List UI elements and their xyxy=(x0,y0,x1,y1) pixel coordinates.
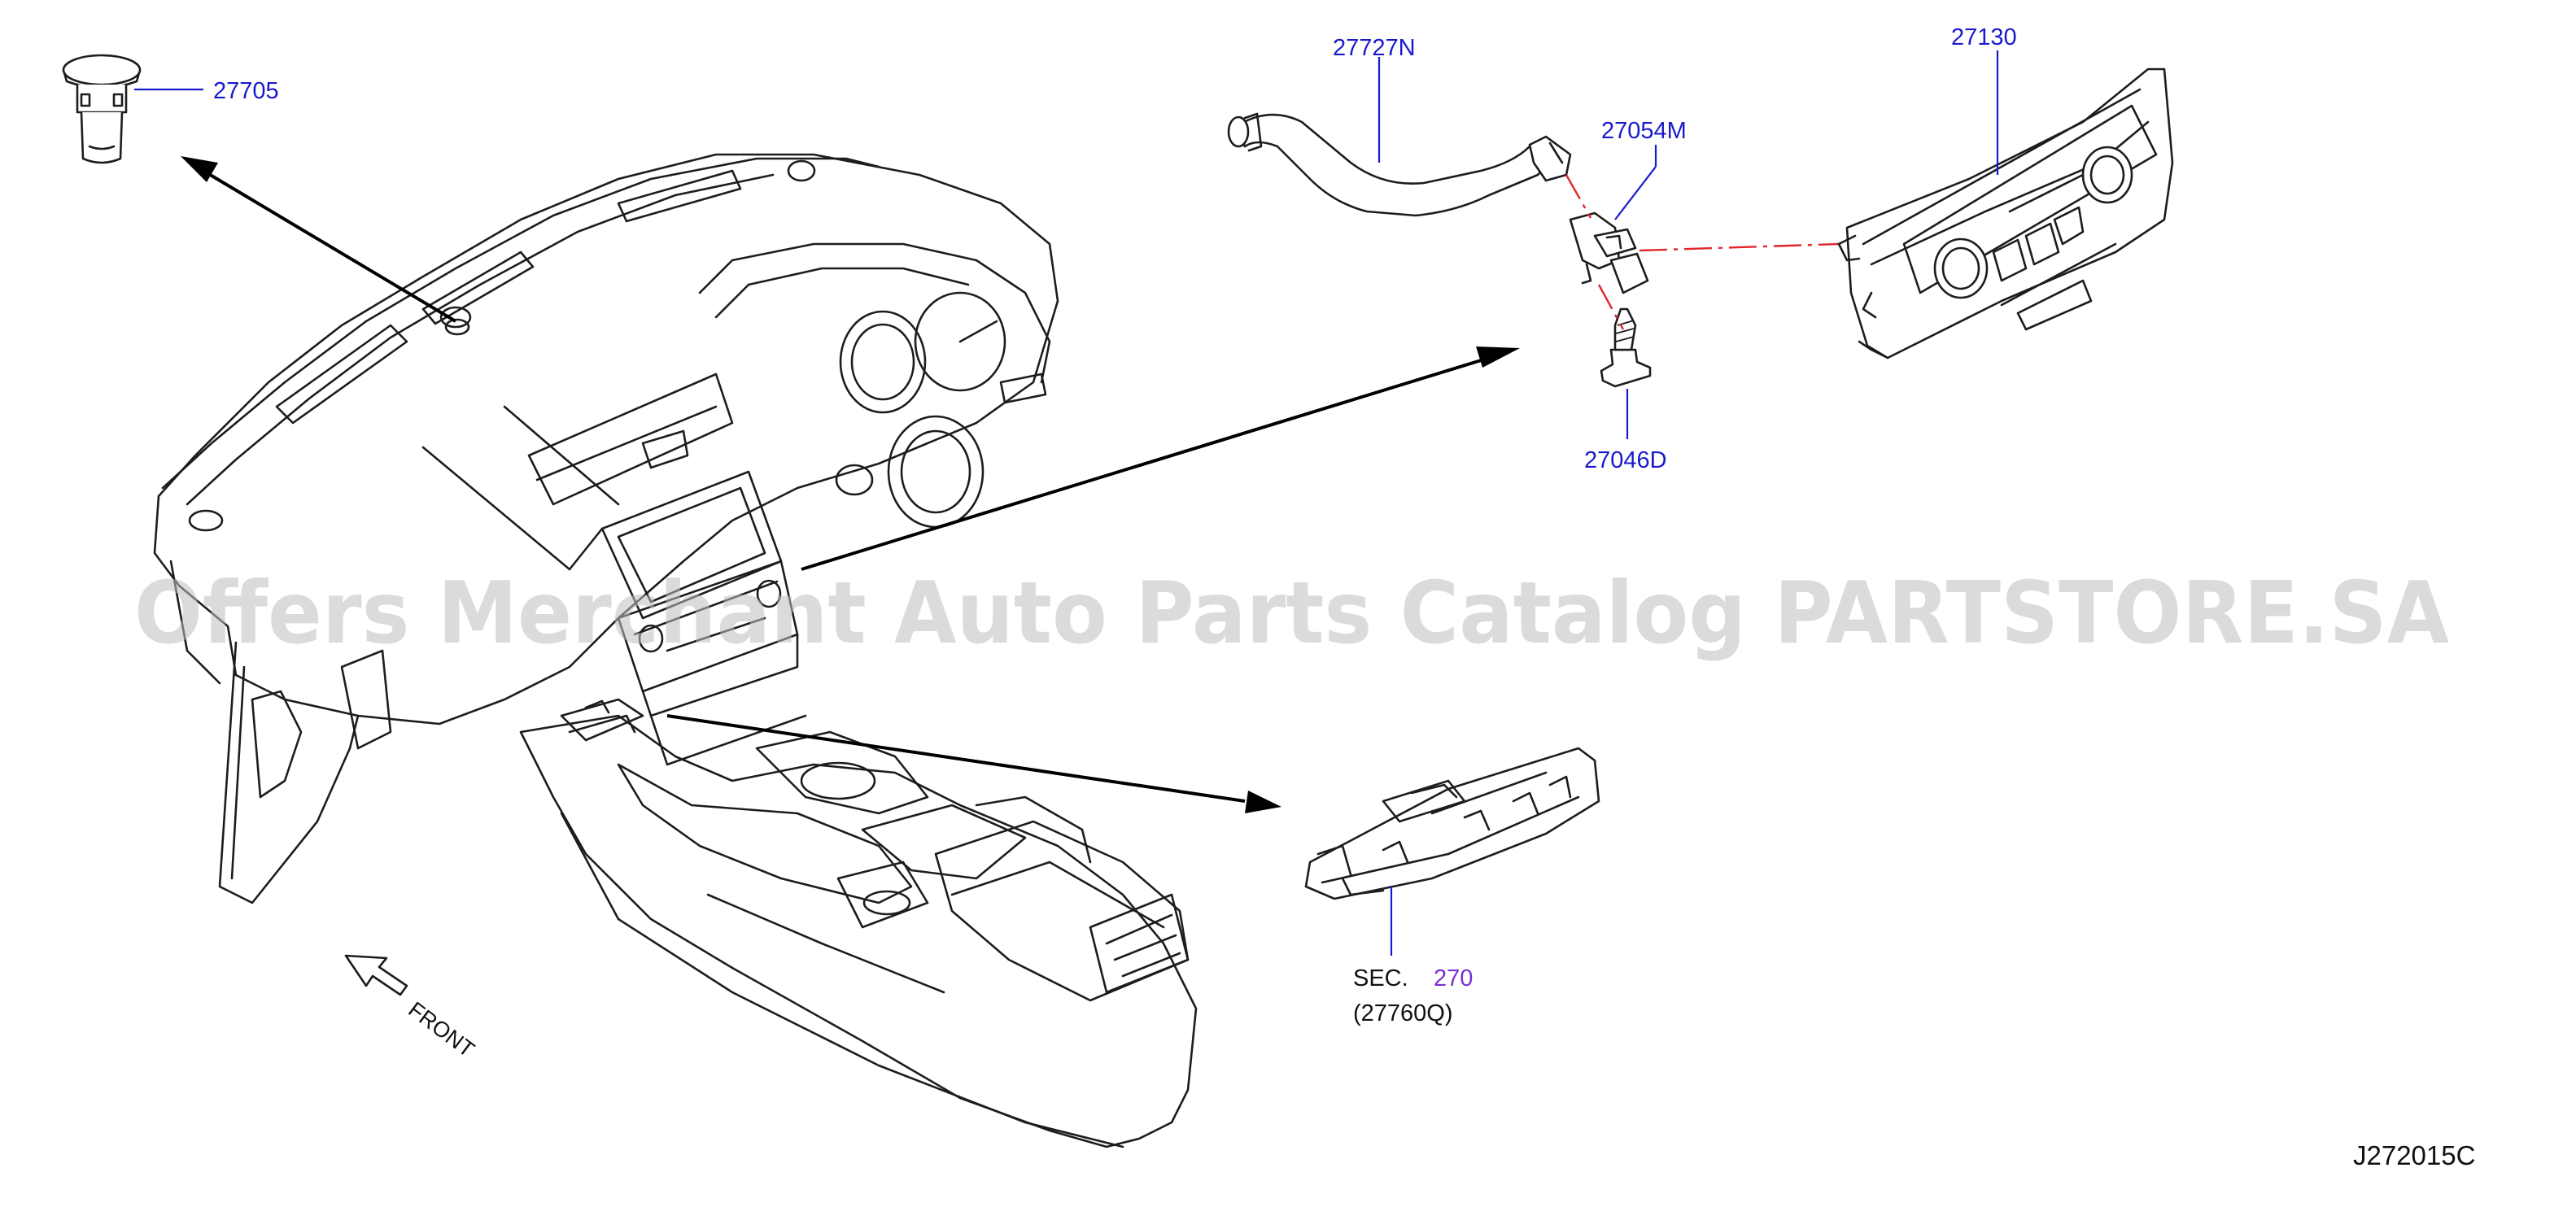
front-indicator: FRONT xyxy=(344,954,479,1062)
leader-27054M xyxy=(1614,166,1657,220)
diagram-id: J272015C xyxy=(2353,1140,2475,1170)
pointer-to-27705 xyxy=(202,169,457,323)
pointer-arrows xyxy=(181,156,1520,813)
console-bracket xyxy=(560,698,644,742)
front-arrow-icon xyxy=(344,954,408,996)
part-27705-drawing xyxy=(62,54,142,164)
pointer-to-module xyxy=(666,714,1246,803)
alignment-line-sensor-screw xyxy=(1597,284,1625,330)
part-27054M-drawing xyxy=(1569,211,1649,294)
part-label-27705[interactable]: 27705 xyxy=(213,78,279,104)
part-27727N-drawing xyxy=(1227,112,1572,217)
alignment-line-sensor-panel xyxy=(1639,242,1840,252)
pointer-to-sensor xyxy=(801,356,1490,571)
section-prefix: SEC. xyxy=(1353,965,1408,991)
pointer-sensor-head xyxy=(1476,346,1520,368)
pointer-27705-head xyxy=(181,156,218,182)
front-label: FRONT xyxy=(404,997,478,1062)
dashboard-assembly xyxy=(153,153,1059,904)
center-console xyxy=(519,714,1198,1148)
watermark-text: Offers Merchant Auto Parts Catalog PARTS… xyxy=(134,564,2449,663)
pointer-module-head xyxy=(1245,791,1281,813)
alignment-line-hose-sensor xyxy=(1565,174,1592,219)
part-label-27046D[interactable]: 27046D xyxy=(1584,447,1667,473)
section-270-module-drawing xyxy=(1304,747,1600,900)
part-label-27054M[interactable]: 27054M xyxy=(1601,118,1687,144)
section-number-link[interactable]: 270 xyxy=(1434,965,1473,991)
part-27130-drawing xyxy=(1837,68,2174,359)
part-label-27727N[interactable]: 27727N xyxy=(1333,35,1416,61)
part-label-27130[interactable]: 27130 xyxy=(1951,24,2017,50)
section-part-number: (27760Q) xyxy=(1353,1000,1453,1026)
part-27046D-drawing xyxy=(1600,307,1652,388)
